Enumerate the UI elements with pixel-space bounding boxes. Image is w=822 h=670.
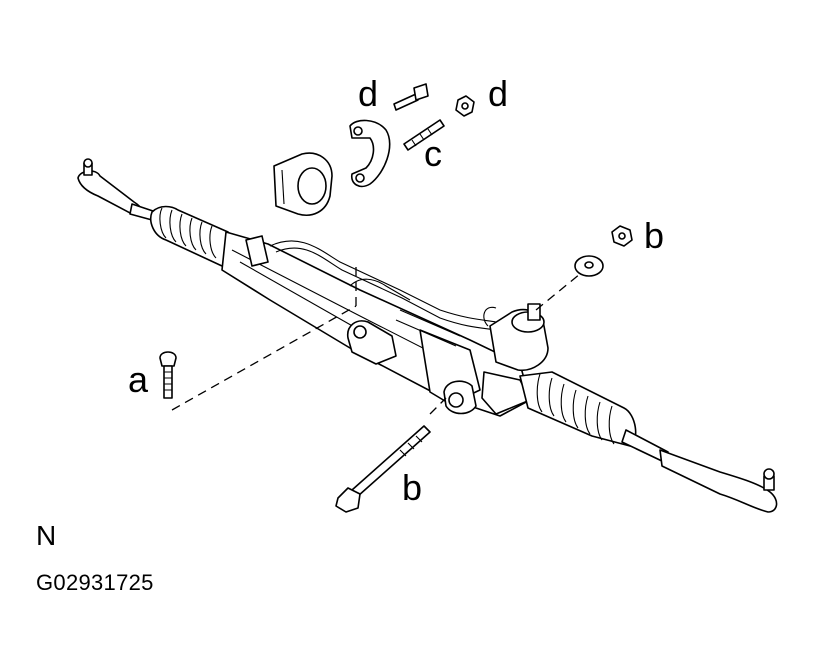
- figure-id: G02931725: [36, 570, 154, 595]
- callout-b-through-bolt: b: [402, 467, 423, 508]
- callout-c-stud: c: [424, 133, 442, 174]
- right-tie-rod-end: [621, 429, 778, 513]
- washer-b: [574, 255, 604, 277]
- callout-a-bolt: a: [128, 359, 149, 400]
- left-rack-boot: [150, 205, 234, 267]
- stud-c: [403, 119, 445, 151]
- left-tie-rod-end: [77, 158, 157, 221]
- nut-d: [455, 95, 475, 117]
- pinion-valve-body: [443, 303, 549, 415]
- assembly-leader-lines: [171, 262, 581, 415]
- mount-bracket: [349, 119, 391, 188]
- bolt-a: [159, 351, 177, 399]
- callout-b-nut: b: [644, 215, 665, 256]
- callout-d-bolt: d: [358, 73, 379, 114]
- orientation-mark: N: [36, 520, 57, 551]
- mount-insulator: [273, 152, 333, 216]
- callout-d-nut: d: [488, 73, 509, 114]
- through-bolt-b: [335, 425, 431, 513]
- rack-housing: [221, 231, 531, 417]
- bolt-d: [393, 83, 429, 111]
- nut-b-top: [611, 225, 633, 247]
- right-rack-boot: [519, 371, 637, 447]
